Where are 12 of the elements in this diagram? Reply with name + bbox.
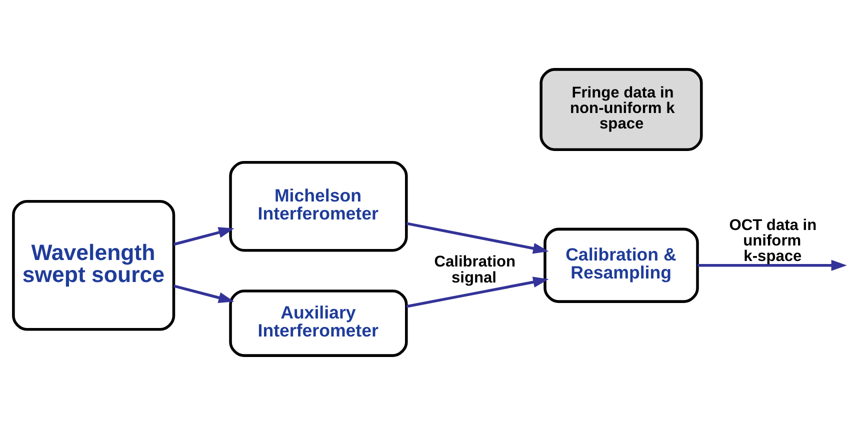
node-box: Fringe data in non-uniform k space (540, 68, 703, 150)
arrow (406, 276, 549, 308)
node-box: Michelson Interferometer (229, 160, 408, 252)
node-box: Calibration & Resampling (544, 227, 699, 302)
edge-label: Calibration signal (434, 253, 516, 286)
edge-label: OCT data in uniform k-space (729, 216, 817, 265)
arrow (173, 226, 234, 246)
node-box: Wavelength swept source (12, 199, 176, 330)
node-box: Auxiliary Interferometer (229, 289, 408, 356)
arrow (406, 222, 549, 254)
arrow (173, 284, 234, 303)
arrow (698, 259, 847, 270)
